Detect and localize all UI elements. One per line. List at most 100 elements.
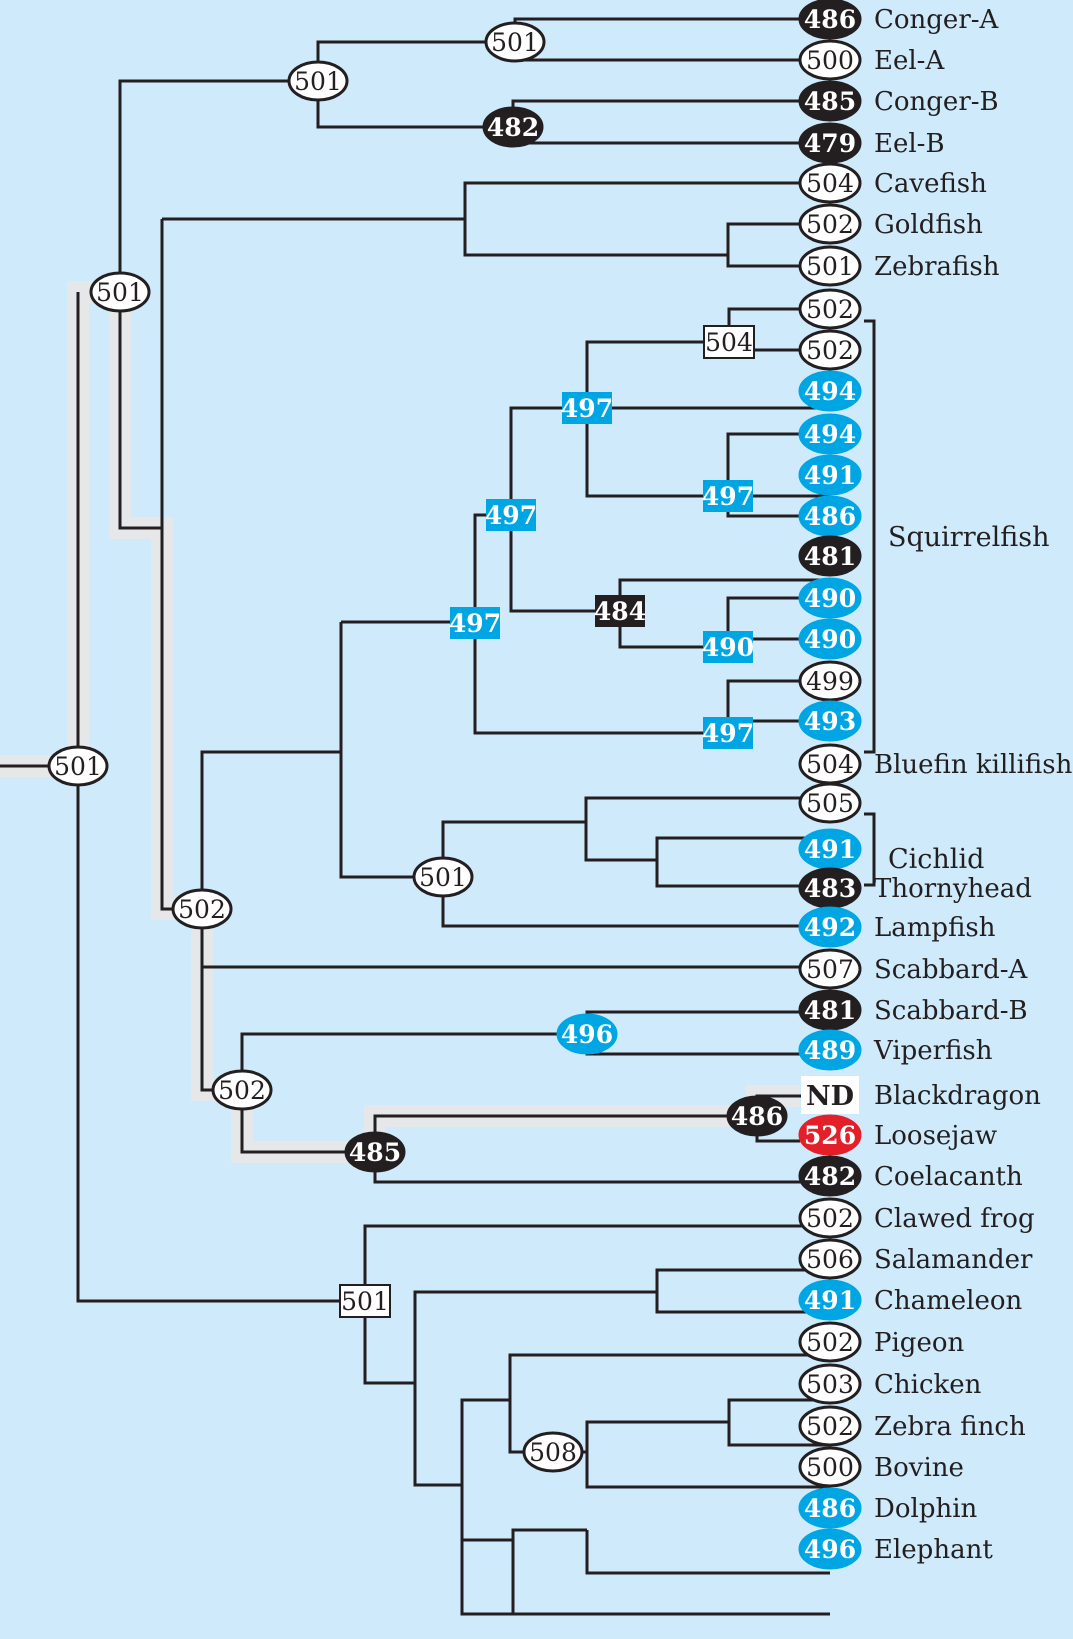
tree-branch bbox=[316, 40, 515, 81]
leaf-node-shape bbox=[798, 1238, 862, 1280]
leaf-node-shape bbox=[798, 80, 862, 122]
leaf-label: Scabbard-A bbox=[874, 955, 1029, 985]
leaf-node-value: 501 bbox=[806, 252, 854, 281]
internal-node-layer: 5015015015014825024974974975044974844904… bbox=[47, 21, 788, 1473]
leaf-node: 486 bbox=[798, 0, 862, 40]
leaf-node-value: 491 bbox=[804, 835, 856, 864]
internal-node-value: 501 bbox=[54, 752, 102, 781]
leaf-node-shape bbox=[798, 906, 862, 948]
leaf-node-shape bbox=[798, 1197, 862, 1239]
internal-node-value: 484 bbox=[594, 597, 646, 626]
leaf-node-value: 492 bbox=[804, 913, 856, 942]
leaf-node-shape bbox=[798, 122, 862, 164]
tree-branch bbox=[118, 292, 162, 530]
tree-branch bbox=[513, 17, 830, 42]
leaf-node: 503 bbox=[798, 1363, 862, 1405]
leaf-node: 493 bbox=[798, 700, 862, 742]
leaf-node-shape bbox=[798, 1321, 862, 1363]
tree-branch bbox=[463, 219, 728, 257]
leaf-node: 491 bbox=[798, 454, 862, 496]
leaf-node-value: 479 bbox=[804, 129, 856, 158]
tree-branch bbox=[373, 1152, 830, 1184]
group-bracket-layer bbox=[864, 319, 876, 887]
internal-node-value: 482 bbox=[487, 113, 539, 142]
leaf-node-value: 507 bbox=[806, 955, 854, 984]
bracket-squirrelfish bbox=[864, 319, 876, 754]
tree-branch bbox=[508, 1353, 830, 1400]
leaf-node: 502 bbox=[798, 1405, 862, 1447]
leaf-node: 506 bbox=[798, 1238, 862, 1280]
leaf-node-value: 506 bbox=[806, 1245, 854, 1274]
internal-node-shape bbox=[703, 631, 753, 663]
leaf-node-shape bbox=[798, 495, 862, 537]
internal-node-perc: 501 bbox=[412, 856, 474, 898]
tree-branch bbox=[316, 81, 513, 129]
internal-node-eelsA: 501 bbox=[484, 21, 546, 63]
internal-node-eelsB: 482 bbox=[482, 106, 544, 148]
leaf-node-shape bbox=[798, 329, 862, 371]
internal-node-value: 502 bbox=[218, 1076, 266, 1105]
leaf-label: Dolphin bbox=[874, 1494, 978, 1524]
tree-branch bbox=[463, 181, 830, 219]
leaf-node-value: 503 bbox=[806, 1370, 854, 1399]
leaf-node: 502 bbox=[798, 329, 862, 371]
internal-node-value: 497 bbox=[449, 609, 501, 638]
tree-branch bbox=[509, 515, 620, 613]
internal-node-shape bbox=[412, 856, 474, 898]
leaf-node-shape bbox=[798, 1405, 862, 1447]
internal-node-shape bbox=[171, 888, 233, 930]
tree-branch bbox=[511, 99, 830, 127]
leaf-label: Clawed frog bbox=[874, 1204, 1035, 1234]
internal-node-value: 490 bbox=[702, 633, 754, 662]
leaf-node: 502 bbox=[798, 288, 862, 330]
internal-node-eels: 501 bbox=[287, 60, 349, 102]
leaf-label: Conger-A bbox=[874, 5, 1000, 35]
leaf-label: Elephant bbox=[874, 1535, 993, 1565]
internal-node-value: 496 bbox=[561, 1020, 613, 1049]
leaf-node-value: 482 bbox=[804, 1162, 856, 1191]
leaf-node: ND bbox=[801, 1076, 859, 1114]
tree-branch bbox=[413, 1383, 462, 1487]
leaf-label: Bovine bbox=[874, 1453, 964, 1483]
internal-node-value: 501 bbox=[419, 863, 467, 892]
tree-branch bbox=[509, 406, 587, 515]
tree-branch bbox=[727, 1422, 830, 1447]
internal-node-value: 497 bbox=[702, 482, 754, 511]
leaf-node-shape bbox=[798, 39, 862, 81]
leaf-node-shape bbox=[798, 782, 862, 824]
leaf-node-shape bbox=[798, 370, 862, 412]
leaf-node-shape bbox=[798, 0, 862, 40]
leaf-label: Goldfish bbox=[874, 210, 983, 240]
internal-node-shape bbox=[556, 1013, 618, 1055]
leaf-node-shape bbox=[798, 454, 862, 496]
internal-node-stom: 502 bbox=[211, 1069, 273, 1111]
internal-node-shape bbox=[703, 717, 753, 749]
internal-node-shape bbox=[450, 607, 500, 639]
leaf-node: 501 bbox=[798, 245, 862, 287]
tree-branch bbox=[727, 1398, 830, 1422]
internal-node-shape bbox=[339, 1284, 391, 1318]
leaf-node-shape bbox=[798, 162, 862, 204]
leaf-node-shape bbox=[798, 577, 862, 619]
tree-branch bbox=[76, 292, 365, 1303]
leaf-node-shape bbox=[798, 413, 862, 455]
leaf-label: Blackdragon bbox=[874, 1081, 1041, 1111]
leaf-node-value: 504 bbox=[806, 169, 854, 198]
leaf-node-shape bbox=[798, 700, 862, 742]
leaf-label: Eel-B bbox=[874, 129, 945, 159]
group-label-squirrelfish: Squirrelfish bbox=[888, 522, 1050, 553]
internal-node-shape bbox=[595, 595, 645, 627]
leaf-node-value: 486 bbox=[804, 502, 856, 531]
leaf-node: 479 bbox=[798, 122, 862, 164]
leaf-node: 485 bbox=[798, 80, 862, 122]
leaf-node: 491 bbox=[798, 1279, 862, 1321]
leaf-node: 500 bbox=[798, 39, 862, 81]
leaf-node: 481 bbox=[798, 989, 862, 1031]
internal-node-value: 497 bbox=[485, 501, 537, 530]
internal-node-birds: 508 bbox=[522, 1431, 584, 1473]
leaf-node-value: 493 bbox=[804, 707, 856, 736]
tree-branch bbox=[655, 1268, 830, 1292]
bracket-cichlid bbox=[864, 812, 876, 887]
internal-node-shape bbox=[89, 271, 151, 313]
